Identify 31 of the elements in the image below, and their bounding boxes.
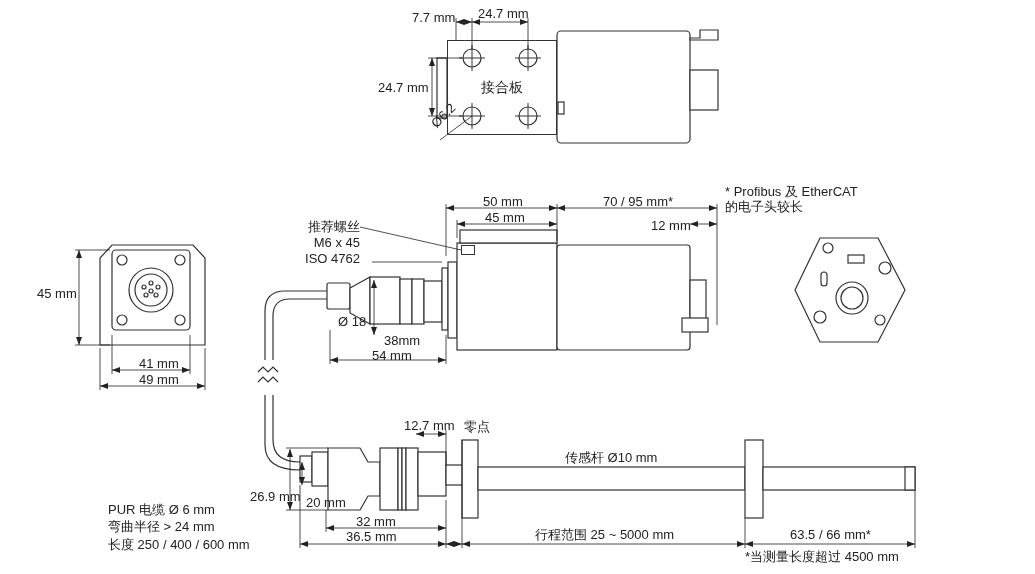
note-text: *当测量长度超过 4500 mm <box>745 549 899 564</box>
dimension-label: 38mm <box>384 333 421 348</box>
dimension-label: 7.7 mm <box>412 10 456 25</box>
dimension-label: 12 mm <box>651 218 691 233</box>
dimension-label: 36.5 mm <box>346 529 397 544</box>
note-text: * Profibus 及 EtherCAT 的电子头较长 <box>725 184 859 214</box>
dimension-label: 41 mm <box>139 356 179 371</box>
note-text: 长度 250 / 400 / 600 mm <box>108 537 250 552</box>
dimension-label: 63.5 / 66 mm* <box>790 527 871 542</box>
dimension-label: 12.7 mm <box>404 418 455 433</box>
dimension-label: 24.7 mm <box>478 6 529 21</box>
dimension-label: 26.9 mm <box>250 489 301 504</box>
note-text: PUR 电缆 Ø 6 mm <box>108 502 215 517</box>
dimension-label: 20 mm <box>306 495 346 510</box>
screw-head <box>461 245 475 255</box>
dimension-label: 行程范围 25 ~ 5000 mm <box>535 527 675 542</box>
callout-text: 推荐螺丝 M6 x 45 ISO 4762 <box>296 219 360 267</box>
plate-label: 接合板 <box>481 78 523 97</box>
dimension-label: 54 mm <box>372 348 412 363</box>
dimension-label: 32 mm <box>356 514 396 529</box>
dimension-label: 49 mm <box>139 372 179 387</box>
dimension-label: 45 mm <box>485 210 525 225</box>
dimension-label: 24.7 mm <box>378 80 429 95</box>
dimension-label: Ø 18 <box>338 314 367 329</box>
leader-line <box>359 226 462 251</box>
dimension-label: 70 / 95 mm* <box>603 194 674 209</box>
dimension-label: 传感杆 Ø10 mm <box>565 450 658 465</box>
note-text: 弯曲半径 > 24 mm <box>108 519 215 534</box>
dimension-label: 50 mm <box>483 194 523 209</box>
dimension-label: 45 mm <box>37 286 77 301</box>
dimension-label: 零点 <box>464 419 490 434</box>
